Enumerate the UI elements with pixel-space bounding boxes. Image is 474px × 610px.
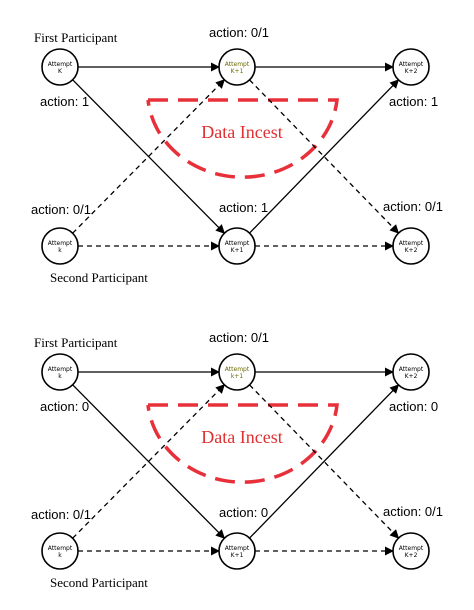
panel-top: Data IncestAttemptKAttemptK+1AttemptK+2A… [31, 25, 443, 285]
first-participant-label: First Participant [34, 30, 118, 45]
node-label-line2: K+2 [405, 247, 418, 254]
node-circle [41, 532, 79, 570]
node-label-line2: K+1 [231, 68, 244, 75]
data-incest-region [146, 98, 339, 179]
node-label-line2: K+1 [231, 247, 244, 254]
node-label-line1: Attempt [399, 240, 424, 247]
second-participant-label: Second Participant [50, 270, 148, 285]
action-label-center-lower: action: 1 [219, 200, 268, 215]
node-circle [218, 353, 256, 391]
node-label-line1: Attempt [225, 61, 250, 68]
node-label-line1: Attempt [48, 61, 73, 68]
node-label-line1: Attempt [48, 366, 73, 373]
node-label-line2: k+1 [231, 373, 244, 380]
node-circle [392, 227, 430, 265]
node-circle [41, 227, 79, 265]
data-incest-label: Data Incest [201, 427, 282, 447]
node-label-line2: K+1 [231, 552, 244, 559]
data-incest-region [146, 403, 339, 484]
edge-p2_k1-to-p1_k2-solid [249, 384, 400, 539]
action-label-left-lower: action: 0/1 [31, 202, 91, 217]
edge-p1_k-to-p2_k1-solid [72, 79, 225, 234]
action-label-left-upper: action: 1 [40, 94, 89, 109]
action-label-right-upper: action: 0 [389, 399, 438, 414]
first-participant-label: First Participant [34, 335, 118, 350]
node-circle [218, 532, 256, 570]
node-label-line2: K+2 [405, 68, 418, 75]
node-label-line2: k [58, 373, 62, 380]
node-circle [41, 48, 79, 86]
node-circle [218, 48, 256, 86]
node-label-line2: k [58, 552, 62, 559]
node-label-line1: Attempt [48, 240, 73, 247]
node-label-line1: Attempt [399, 366, 424, 373]
edge-p2_k1-to-p1_k2-solid [249, 79, 400, 234]
action-label-left-lower: action: 0/1 [31, 507, 91, 522]
node-label-line2: K [58, 68, 63, 75]
second-participant-label: Second Participant [50, 575, 148, 590]
action-label-top-center: action: 0/1 [209, 25, 269, 40]
action-label-top-center: action: 0/1 [209, 330, 269, 345]
action-label-right-lower: action: 0/1 [383, 504, 443, 519]
node-circle [392, 353, 430, 391]
action-label-right-upper: action: 1 [389, 94, 438, 109]
node-label-line2: K+2 [405, 373, 418, 380]
node-label-line2: K+2 [405, 552, 418, 559]
node-label-line1: Attempt [225, 240, 250, 247]
node-circle [392, 48, 430, 86]
node-label-line1: Attempt [48, 545, 73, 552]
action-label-right-lower: action: 0/1 [383, 199, 443, 214]
node-circle [41, 353, 79, 391]
node-label-line1: Attempt [225, 366, 250, 373]
data-incest-label: Data Incest [201, 122, 282, 142]
node-circle [392, 532, 430, 570]
node-label-line2: k [58, 247, 62, 254]
action-label-center-lower: action: 0 [219, 505, 268, 520]
action-label-left-upper: action: 0 [40, 399, 89, 414]
node-label-line1: Attempt [399, 545, 424, 552]
panel-bottom: Data IncestAttemptkAttemptk+1AttemptK+2A… [31, 330, 443, 590]
node-circle [218, 227, 256, 265]
edge-p1_k-to-p2_k1-solid [72, 384, 225, 539]
node-label-line1: Attempt [399, 61, 424, 68]
node-label-line1: Attempt [225, 545, 250, 552]
